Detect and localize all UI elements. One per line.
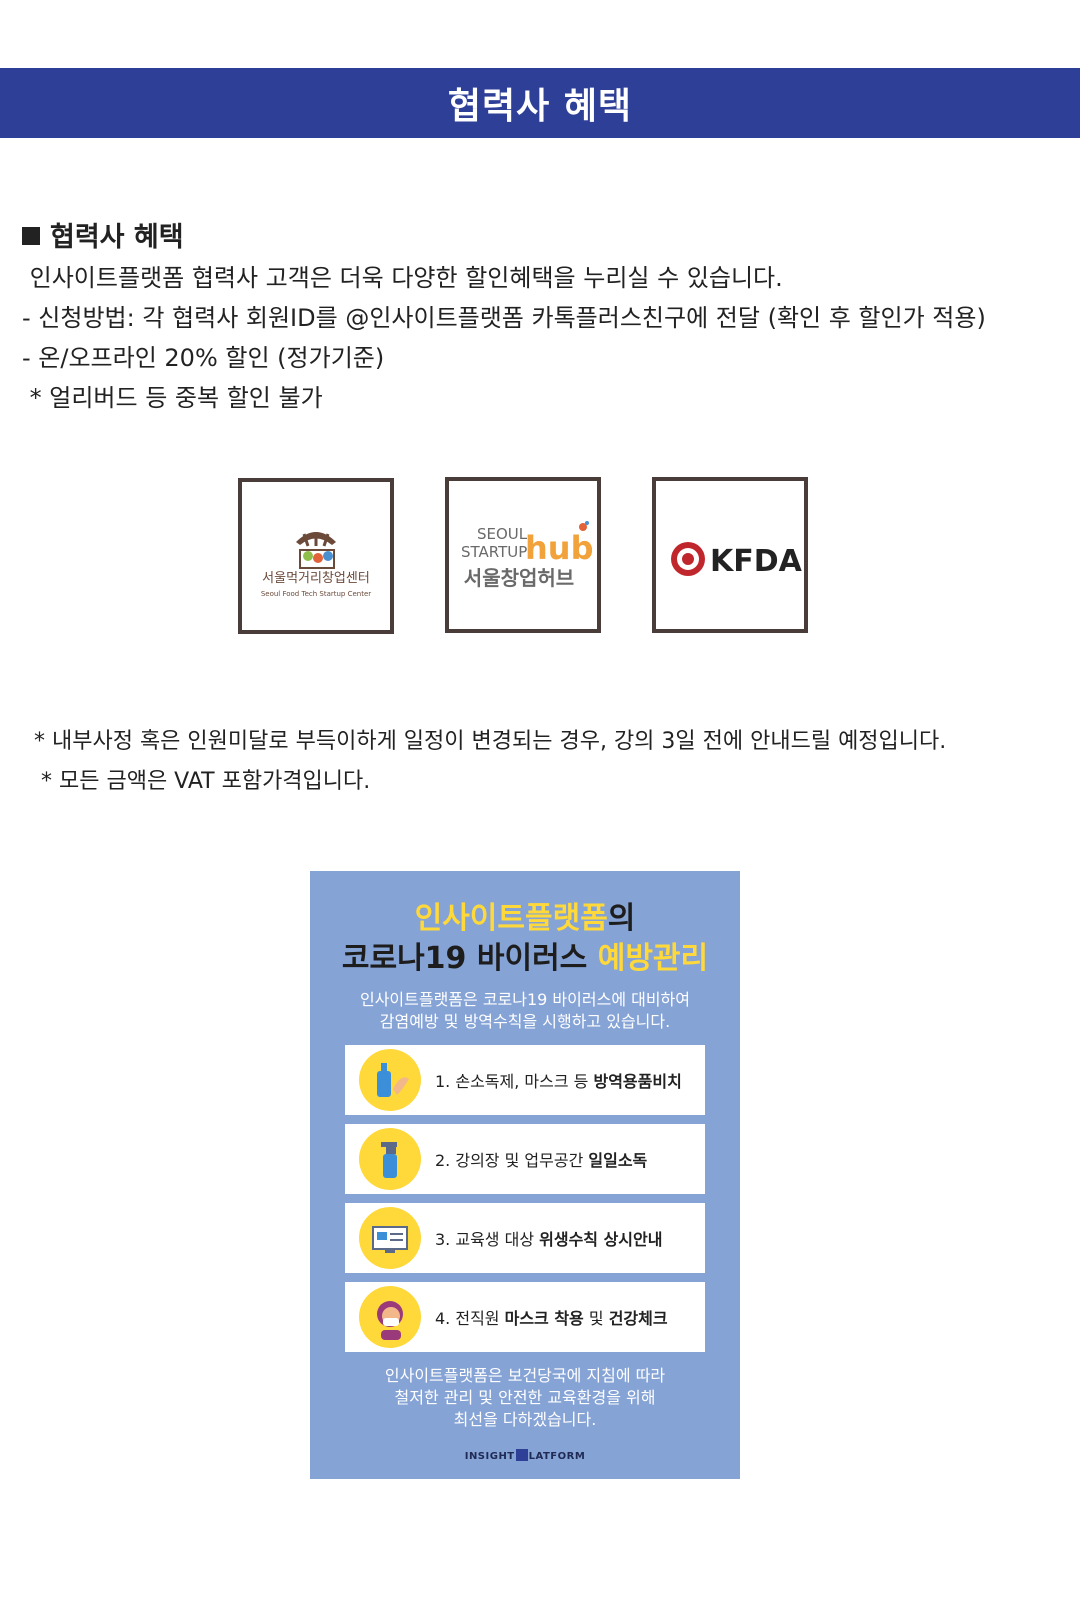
- prevention-item-4: 4. 전직원 마스크 착용 및 건강체크: [345, 1282, 705, 1352]
- poster-intro: 인사이트플랫폼은 코로나19 바이러스에 대비하여 감염예방 및 방역수칙을 시…: [359, 990, 691, 1031]
- svg-text:STARTUP: STARTUP: [461, 543, 527, 561]
- prevention-item-2: 2. 강의장 및 업무공간 일일소독: [345, 1124, 705, 1194]
- poster-title-line-2: 코로나19 바이러스 예방관리: [341, 941, 709, 976]
- prevention-item-3-label: 3. 교육생 대상 위생수칙 상시안내: [435, 1230, 663, 1249]
- partner-benefit-section: 협력사 혜택 인사이트플랫폼 협력사 고객은 더욱 다양한 할인혜택을 누리실 …: [22, 218, 1072, 418]
- benefit-line-2: - 신청방법: 각 협력사 회원ID를 @인사이트플랫폼 카톡플러스친구에 전달…: [22, 304, 986, 332]
- platform-logo-icon: [515, 1449, 528, 1461]
- poster-outro: 인사이트플랫폼은 보건당국에 지침에 따라 철저한 관리 및 안전한 교육환경을…: [384, 1366, 666, 1429]
- svg-text:SEOUL: SEOUL: [477, 525, 528, 543]
- note-schedule-change: * 내부사정 혹은 인원미달로 부득이하게 일정이 변경되는 경우, 강의 3일…: [34, 729, 947, 754]
- mask-person-icon: [359, 1286, 421, 1348]
- kfda-logo-icon: KFDA: [671, 542, 803, 579]
- prevention-item-1: 1. 손소독제, 마스크 등 방역용품비치: [345, 1045, 705, 1115]
- benefit-line-4: * 얼리버드 등 중복 할인 불가: [22, 384, 323, 412]
- section-heading: 협력사 혜택: [22, 218, 1072, 258]
- prevention-item-4-label: 4. 전직원 마스크 착용 및 건강체크: [435, 1309, 668, 1328]
- logo-seoul-startup-hub: SEOUL STARTUP hub 서울창업허브: [445, 477, 601, 633]
- benefit-line-1: 인사이트플랫폼 협력사 고객은 더욱 다양한 할인혜택을 누리실 수 있습니다.: [22, 264, 783, 292]
- page-banner: 협력사 혜택: [0, 68, 1080, 138]
- sanitizer-hands-icon: [359, 1049, 421, 1111]
- svg-text:Seoul Food Tech Startup Center: Seoul Food Tech Startup Center: [261, 590, 371, 598]
- logo-seoul-food-tech: 서울먹거리창업센터 Seoul Food Tech Startup Center: [238, 478, 394, 634]
- notice-notes: * 내부사정 혹은 인원미달로 부득이하게 일정이 변경되는 경우, 강의 3일…: [34, 722, 1064, 802]
- monitor-notice-icon: [359, 1207, 421, 1269]
- banner-title: 협력사 혜택: [447, 86, 633, 127]
- logo-kfda: KFDA: [652, 477, 808, 633]
- prevention-item-2-label: 2. 강의장 및 업무공간 일일소독: [435, 1151, 648, 1170]
- spray-bottle-icon: [359, 1128, 421, 1190]
- svg-text:hub: hub: [525, 529, 593, 567]
- prevention-item-1-label: 1. 손소독제, 마스크 등 방역용품비치: [435, 1072, 682, 1091]
- poster-title-line-1: 인사이트플랫폼의: [414, 901, 636, 936]
- note-vat-included: * 모든 금액은 VAT 포함가격입니다.: [34, 769, 371, 794]
- covid-prevention-poster: 인사이트플랫폼의 코로나19 바이러스 예방관리 인사이트플랫폼은 코로나19 …: [310, 871, 740, 1479]
- svg-text:KFDA: KFDA: [710, 544, 803, 579]
- square-bullet-icon: [22, 227, 40, 245]
- svg-text:서울창업허브: 서울창업허브: [464, 566, 574, 590]
- food-tech-logo-icon: 서울먹거리창업센터 Seoul Food Tech Startup Center: [261, 532, 371, 598]
- svg-text:서울먹거리창업센터: 서울먹거리창업센터: [262, 571, 370, 586]
- benefit-line-3: - 온/오프라인 20% 할인 (정가기준): [22, 344, 385, 372]
- startup-hub-logo-icon: SEOUL STARTUP hub 서울창업허브: [461, 521, 593, 590]
- prevention-item-3: 3. 교육생 대상 위생수칙 상시안내: [345, 1203, 705, 1273]
